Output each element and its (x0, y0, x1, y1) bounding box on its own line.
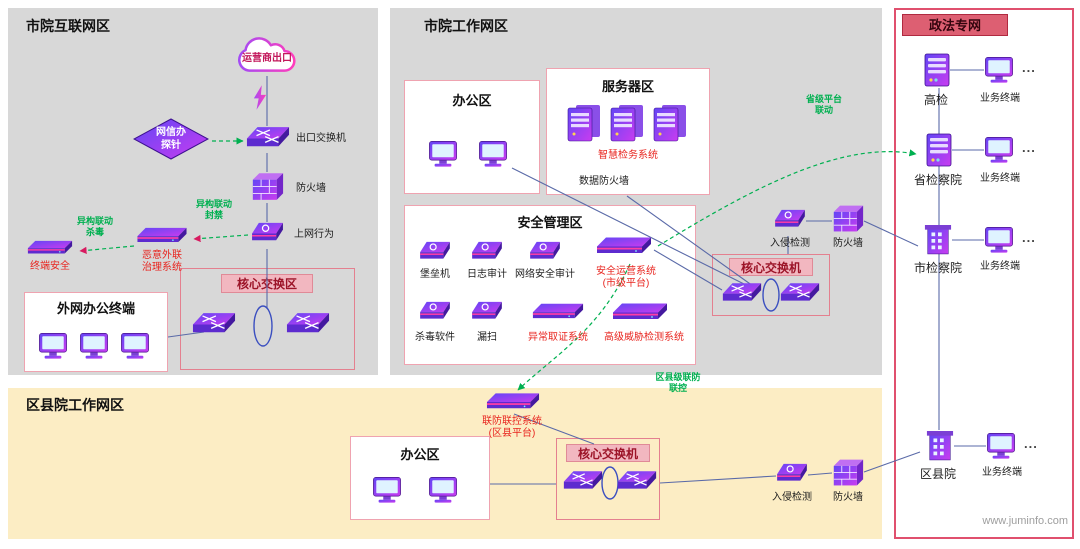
hetero-antivirus-label: 异构联动 杀毒 (76, 216, 113, 238)
zhengfa-node-name: 高检 (923, 93, 948, 107)
extranet-terminals-title: 外网办公终端 (56, 301, 135, 316)
extranet-terminals-box (24, 292, 168, 372)
work-core-switch-icon (722, 282, 762, 307)
smart-system-label: 智慧检务系统 (598, 150, 658, 161)
extranet-pc-icon (120, 332, 150, 360)
zhengfa-node-name: 区县院 (919, 467, 956, 481)
work-ids-device-icon (774, 208, 806, 234)
work-ids-label: 入侵检测 (770, 238, 810, 249)
work-core-switch-chip: 核心交换机 (729, 258, 813, 276)
server-icon (610, 104, 644, 142)
district-ids-label: 入侵检测 (772, 492, 812, 503)
district-core-switch-box (556, 438, 660, 520)
work-core-switch-icon (780, 282, 820, 307)
district-firewall-label: 防火墙 (833, 492, 863, 503)
web-behavior-device-icon (251, 221, 284, 248)
district-core-switch-icon (563, 470, 603, 495)
carrier-exit-label: 运营商出口 (242, 53, 292, 64)
city-procuratorate-building-icon (924, 222, 952, 256)
work-zone-title: 市院工作网区 (424, 18, 508, 34)
work-firewall-icon (832, 204, 864, 234)
internet-firewall-label: 防火墙 (296, 183, 326, 194)
server-icon (567, 104, 601, 142)
log-audit-device-icon (471, 240, 503, 266)
zhengfa-panel (894, 8, 1074, 539)
district-office-pc-icon (372, 476, 402, 504)
zhengfa-node-name: 市检察院 (913, 261, 962, 275)
internet-firewall-icon (251, 172, 284, 202)
business-terminal-pc-icon (984, 56, 1014, 84)
district-office-title: 办公区 (400, 447, 440, 462)
core-zone-switch-icon (286, 312, 330, 339)
ellipsis: ... (1022, 60, 1036, 75)
server-icon (653, 104, 687, 142)
terminal-security-label: 终端安全 (30, 261, 70, 272)
network-audit-device-icon (529, 240, 561, 266)
ellipsis: ... (1024, 436, 1038, 451)
threat-detection-label: 高级威胁检测系统 (604, 332, 684, 343)
joint-system-device-icon (486, 392, 540, 414)
district-office-box (350, 436, 490, 520)
vuln-scan-label: 漏扫 (477, 332, 497, 343)
probe-label: 网信办 探针 (156, 127, 186, 151)
web-behavior-label: 上网行为 (294, 229, 334, 240)
ellipsis: ... (1022, 230, 1036, 245)
forensics-label: 异常取证系统 (528, 332, 588, 343)
business-terminal-label: 业务终端 (982, 467, 1022, 478)
bastion-label: 堡垒机 (420, 269, 450, 280)
district-office-pc-icon (428, 476, 458, 504)
provincial-procuratorate-server-icon (926, 132, 952, 168)
forensics-device-icon (532, 302, 584, 324)
network-audit-label: 网络安全审计 (515, 269, 575, 280)
work-firewall-label: 防火墙 (833, 238, 863, 249)
provincial-link-label: 省级平台 联动 (805, 94, 842, 116)
zhengfa-title: 政法专网 (902, 14, 1008, 36)
security-area-title: 安全管理区 (517, 215, 583, 230)
exit-switch-label: 出口交换机 (296, 133, 346, 144)
threat-detection-device-icon (612, 302, 668, 325)
office-pc-icon (428, 140, 458, 168)
business-terminal-pc-icon (986, 432, 1016, 460)
extranet-pc-icon (79, 332, 109, 360)
bastion-device-icon (419, 240, 451, 266)
antivirus-device-icon (419, 300, 451, 326)
business-terminal-label: 业务终端 (980, 173, 1020, 184)
supreme-procuratorate-server-icon (924, 52, 950, 88)
district-core-switch-icon (617, 470, 657, 495)
antivirus-label: 杀毒软件 (415, 332, 455, 343)
business-terminal-label: 业务终端 (980, 93, 1020, 104)
district-core-switch-chip: 核心交换机 (566, 444, 650, 462)
core-zone-switch-icon (192, 312, 236, 339)
district-firewall-icon (832, 458, 864, 488)
extranet-pc-icon (38, 332, 68, 360)
office-title: 办公区 (452, 93, 492, 108)
log-audit-label: 日志审计 (467, 269, 507, 280)
core-switch-zone-chip: 核心交换区 (221, 274, 313, 293)
district-zone-title: 区县院工作网区 (26, 397, 124, 413)
vuln-scan-device-icon (471, 300, 503, 326)
joint-system-label: 联防联控系统 (区县平台) (482, 416, 542, 439)
terminal-security-device-icon (27, 240, 73, 258)
security-ops-label: 安全运营系统 (市级平台) (596, 266, 656, 289)
malicious-link-label: 恶意外联 治理系统 (142, 250, 182, 273)
joint-link-label: 区县级联防 联控 (655, 372, 701, 394)
business-terminal-label: 业务终端 (980, 261, 1020, 272)
ellipsis: ... (1022, 140, 1036, 155)
security-ops-device-icon (596, 236, 652, 259)
watermark: www.juminfo.com (982, 515, 1068, 527)
internet-zone-title: 市院互联网区 (26, 18, 110, 34)
malicious-link-device-icon (136, 227, 188, 247)
zhengfa-node-name: 省检察院 (913, 173, 962, 187)
business-terminal-pc-icon (984, 226, 1014, 254)
county-court-building-icon (926, 428, 954, 462)
data-firewall-label: 数据防火墙 (579, 176, 629, 187)
business-terminal-pc-icon (984, 136, 1014, 164)
exit-switch-icon (246, 126, 290, 153)
lightning-icon (253, 84, 267, 111)
district-ids-device-icon (776, 462, 808, 488)
server-area-title: 服务器区 (601, 79, 654, 94)
office-pc-icon (478, 140, 508, 168)
hetero-block-label: 异构联动 封禁 (195, 199, 232, 221)
